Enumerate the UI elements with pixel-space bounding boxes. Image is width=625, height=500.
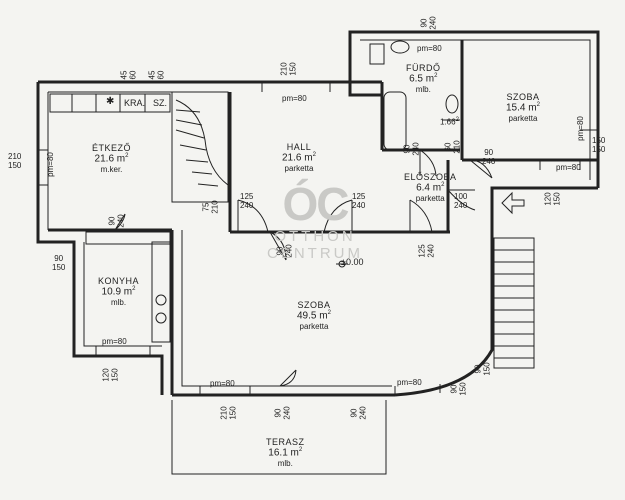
- room-label-szoba-east: SZOBA 15.4 m2 parketta: [506, 92, 540, 124]
- kitchen-counter: [151, 241, 171, 343]
- staircase-east: [493, 237, 535, 369]
- outer-wall-east: [490, 186, 598, 232]
- terrace-outline: [171, 400, 387, 475]
- watermark: ÓC OTTHON CENTRUM: [255, 180, 375, 262]
- level-marker: ±0.00: [341, 257, 364, 267]
- asterisk-marker: ✱: [106, 96, 115, 107]
- watermark-line2: CENTRUM: [267, 245, 363, 262]
- pm-label-hall: pm=80: [282, 94, 307, 103]
- pm-label-etkezo: pm=80: [45, 152, 55, 177]
- entrance-arrow: [501, 191, 525, 215]
- room-label-szoba-living: SZOBA 49.5 m2 parketta: [297, 300, 331, 332]
- room-label-eloszoba: ELŐSZOBA 6.4 m2 parketta: [404, 172, 457, 204]
- room-label-terasz: TERASZ 16.1 m2 mlb.: [266, 437, 305, 469]
- pm-label-furdo: pm=80: [417, 44, 442, 53]
- bay-window-wall: [394, 232, 494, 397]
- pm-label-bay: pm=80: [397, 378, 422, 387]
- toilet: [445, 94, 459, 114]
- room-label-hall: HALL 21.6 m2 parketta: [282, 142, 316, 174]
- outer-wall-west: [36, 82, 164, 395]
- watermark-logo: ÓC: [282, 178, 350, 230]
- bathroom-sink: [390, 40, 410, 54]
- pm-label-szoba: pm=80: [556, 163, 581, 172]
- room-label-furdo: FÜRDŐ 6.5 m2 mlb.: [406, 63, 441, 95]
- bathtub: [383, 91, 407, 151]
- cabinet-label-kra: KRA.: [124, 98, 146, 108]
- pm-label-konyha: pm=80: [102, 337, 127, 346]
- pm-label-szoba-south: pm=80: [210, 379, 235, 388]
- cabinet-row: [49, 93, 171, 113]
- wc-area: 1.662: [440, 117, 459, 127]
- room-label-etkezo: ÉTKEZŐ 21.6 m2 m.ker.: [92, 143, 132, 175]
- staircase-etkezo: [171, 91, 229, 203]
- outer-wall-north-east: [348, 30, 600, 188]
- room-label-konyha: KONYHA 10.9 m2 mlb.: [98, 276, 140, 308]
- pm-label-szoba-east: pm=80: [575, 116, 585, 141]
- watermark-line1: OTTHON: [274, 228, 356, 245]
- cabinet-label-sz: SZ.: [153, 98, 168, 108]
